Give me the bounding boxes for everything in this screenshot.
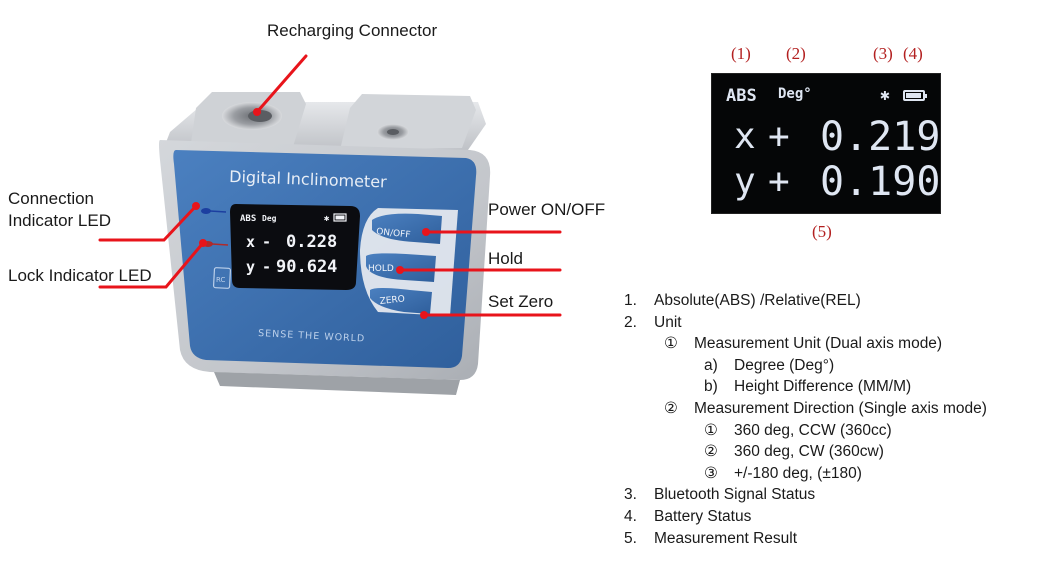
- hold-button-label: HOLD: [368, 264, 394, 274]
- lcd-x-axis: x: [246, 233, 255, 251]
- oled-unit: Deg°: [778, 86, 812, 102]
- connection-indicator-led: [201, 208, 211, 214]
- legend-item-text: Absolute(ABS) /Relative(REL): [654, 292, 861, 309]
- oled-x-value: 0.219: [820, 114, 941, 160]
- legend-item-marker: 4.: [624, 507, 637, 525]
- legend-item-text: Height Difference (MM/M): [734, 378, 912, 396]
- legend-item-text: Unit: [654, 313, 682, 331]
- lock-indicator-led: [203, 241, 213, 247]
- legend-item-marker: b): [704, 378, 718, 396]
- legend-item-marker: 2.: [624, 313, 637, 331]
- onoff-button[interactable]: ON/OFF: [372, 213, 442, 244]
- lcd-unit: Deg: [262, 214, 277, 223]
- legend-item-text: Measurement Unit (Dual axis mode): [694, 335, 943, 353]
- legend-item-marker: 3.: [624, 486, 637, 504]
- zero-button[interactable]: ZERO: [370, 288, 432, 314]
- legend-item-text: Battery Status: [654, 507, 752, 525]
- legend-item: 2. Unit: [624, 312, 1049, 334]
- oled-x-sign: +: [768, 116, 790, 157]
- lcd-mode: ABS: [240, 214, 256, 224]
- lcd-x-value: 0.228: [286, 232, 337, 252]
- legend-item-text: Degree (Deg°): [734, 356, 835, 374]
- inclinometer-device-illustration: Digital Inclinometer SENSE THE WORLD RC …: [159, 92, 491, 395]
- legend-item: ① 360 deg, CCW (360cc): [624, 420, 1049, 442]
- legend-item-text: Measurement Result: [654, 529, 798, 547]
- legend-item: 4. Battery Status: [624, 506, 1049, 528]
- lcd-x-sign: -: [262, 233, 271, 251]
- legend-item: ① Measurement Unit (Dual axis mode): [624, 333, 1049, 355]
- onoff-button-label: ON/OFF: [376, 227, 411, 241]
- legend-item: ② Measurement Direction (Single axis mode…: [624, 398, 1049, 420]
- oled-y-axis: y: [734, 161, 756, 202]
- legend-item-marker: ②: [664, 399, 678, 417]
- lcd-y-sign: -: [262, 258, 271, 276]
- legend-item: b) Height Difference (MM/M): [624, 376, 1049, 398]
- callout-hold: Hold: [488, 249, 523, 268]
- display-number-label-2: (2): [786, 44, 806, 63]
- legend-item-marker: ③: [704, 464, 718, 482]
- oled-display-diagram: ABS Deg° ✱ x + 0.219 y + 0.190: [711, 73, 941, 214]
- legend-item-marker: ①: [704, 421, 718, 439]
- legend-item-marker: 1.: [624, 292, 637, 309]
- device-lcd-screen: [230, 204, 360, 290]
- callout-lock-indicator-led: Lock Indicator LED: [8, 266, 152, 285]
- display-number-label-5: (5): [812, 222, 832, 241]
- brand-mark: [212, 267, 232, 289]
- callout-recharging-connector: Recharging Connector: [267, 21, 438, 40]
- legend-item: ② 360 deg, CW (360cw): [624, 441, 1049, 463]
- legend-item: 1. Absolute(ABS) /Relative(REL): [624, 290, 1049, 312]
- callout-power-onoff: Power ON/OFF: [488, 200, 606, 219]
- legend-item: 5. Measurement Result: [624, 528, 1049, 550]
- display-number-label-1: (1): [731, 44, 751, 63]
- oled-x-axis: x: [734, 116, 756, 157]
- legend-item-marker: 5.: [624, 529, 637, 547]
- callout-set-zero: Set Zero: [488, 292, 554, 311]
- legend-item-text: 360 deg, CW (360cw): [734, 443, 884, 461]
- display-number-label-3: (3): [873, 44, 893, 63]
- legend-item-marker: a): [704, 356, 718, 374]
- display-legend-list: 1. Absolute(ABS) /Relative(REL) 2. Unit ① Mea…: [624, 290, 1049, 549]
- legend-item-marker: ②: [704, 443, 718, 461]
- legend-item-marker: ①: [664, 335, 678, 353]
- oled-y-sign: +: [768, 161, 790, 202]
- legend-item: ③ +/-180 deg, (±180): [624, 463, 1049, 485]
- oled-mode: ABS: [726, 86, 757, 106]
- legend-item: 3. Bluetooth Signal Status: [624, 484, 1049, 506]
- legend-item: a) Degree (Deg°): [624, 355, 1049, 377]
- lcd-battery-icon: [333, 213, 347, 222]
- bluetooth-icon: ✱: [880, 85, 890, 104]
- lcd-y-value: 90.624: [276, 257, 337, 277]
- battery-icon: [903, 90, 927, 101]
- legend-item-text: 360 deg, CCW (360cc): [734, 421, 892, 439]
- display-number-label-4: (4): [903, 44, 923, 63]
- legend-item-text: Measurement Direction (Single axis mode): [694, 399, 987, 417]
- lcd-y-axis: y: [246, 258, 255, 276]
- lcd-bluetooth-icon: ✱: [324, 214, 330, 224]
- callout-connection-indicator-led: Connection Indicator LED: [8, 189, 111, 230]
- brand-mark-text: RC: [216, 276, 226, 284]
- legend-item-text: Bluetooth Signal Status: [654, 486, 816, 504]
- oled-y-value: 0.190: [820, 159, 941, 205]
- zero-button-label: ZERO: [379, 294, 405, 307]
- legend-item-text: +/-180 deg, (±180): [734, 464, 862, 482]
- device-top-block-right: [340, 94, 476, 150]
